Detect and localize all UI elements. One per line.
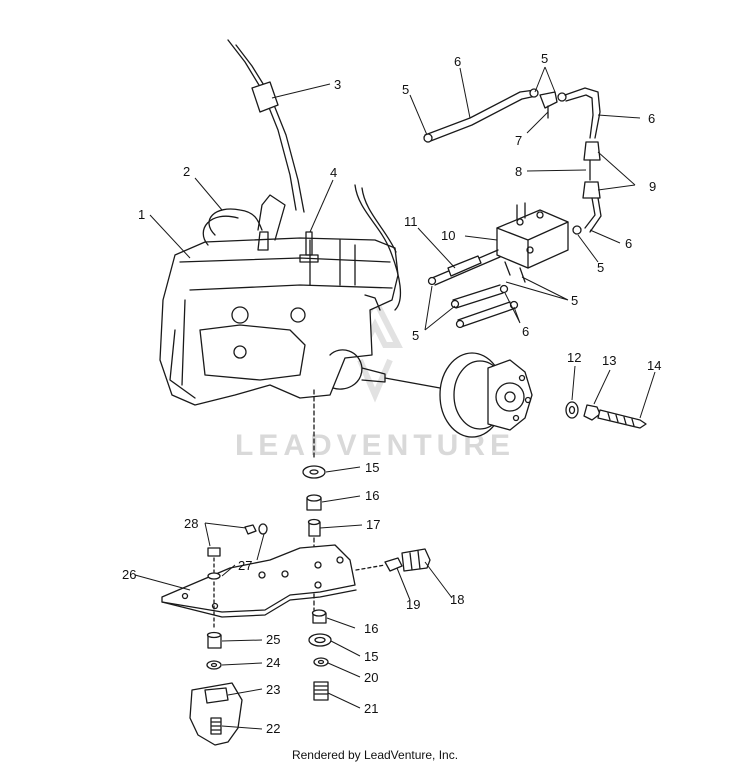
- callout-16-lower: 16: [364, 621, 378, 636]
- callout-3: 3: [334, 77, 341, 92]
- callout-28: 28: [184, 516, 198, 531]
- callout-13: 13: [602, 353, 616, 368]
- callout-10: 10: [441, 228, 455, 243]
- callout-27: 27: [238, 558, 252, 573]
- callout-5-pump: 5: [597, 260, 604, 275]
- mount-plate: [161, 544, 357, 618]
- callout-6-top: 6: [454, 54, 461, 69]
- clutch-bolt-hardware: [565, 401, 647, 429]
- callout-7: 7: [515, 133, 522, 148]
- callout-6-lower: 6: [522, 324, 529, 339]
- callout-12: 12: [567, 350, 581, 365]
- callout-5-lower: 5: [412, 328, 419, 343]
- callout-11: 11: [404, 214, 418, 229]
- callout-22: 22: [266, 721, 280, 736]
- footer-credit: Rendered by LeadVenture, Inc.: [291, 748, 459, 762]
- callout-4: 4: [330, 165, 337, 180]
- callout-8: 8: [515, 164, 522, 179]
- callout-5-left: 5: [402, 82, 409, 97]
- callout-2: 2: [183, 164, 190, 179]
- callout-20: 20: [364, 670, 378, 685]
- callout-26: 26: [122, 567, 136, 582]
- callout-25: 25: [266, 632, 280, 647]
- plate-bolt-hardware: [207, 523, 268, 631]
- throttle-cable: [227, 39, 305, 213]
- callout-15-lower: 15: [364, 649, 378, 664]
- impulse-lines: [427, 249, 519, 329]
- callout-9: 9: [649, 179, 656, 194]
- callout-1: 1: [138, 207, 145, 222]
- callout-6-right: 6: [648, 111, 655, 126]
- leader-lines: [134, 66, 656, 730]
- callout-14: 14: [647, 358, 661, 373]
- callout-23: 23: [266, 682, 280, 697]
- callout-19: 19: [406, 597, 420, 612]
- lower-center-stack: [308, 609, 332, 701]
- callout-6-pump: 6: [625, 236, 632, 251]
- callout-18: 18: [450, 592, 464, 607]
- lower-left-stack: [189, 631, 243, 746]
- drive-clutch: [384, 352, 533, 438]
- callout-21: 21: [364, 701, 378, 716]
- callout-16-upper: 16: [365, 488, 379, 503]
- callout-17: 17: [366, 517, 380, 532]
- side-bolt-hardware: [355, 548, 431, 572]
- fuel-lines: [423, 87, 602, 235]
- callout-5-top: 5: [541, 51, 548, 66]
- engine-block: [159, 184, 402, 406]
- fuel-pump: [496, 202, 569, 283]
- callout-15-upper: 15: [365, 460, 379, 475]
- callout-labels: 1 2 3 4 5 5 6 6 7 8 9 10 6 5 11 5 5 6 12…: [122, 51, 661, 736]
- callout-5-lines: 5: [571, 293, 578, 308]
- callout-24: 24: [266, 655, 280, 670]
